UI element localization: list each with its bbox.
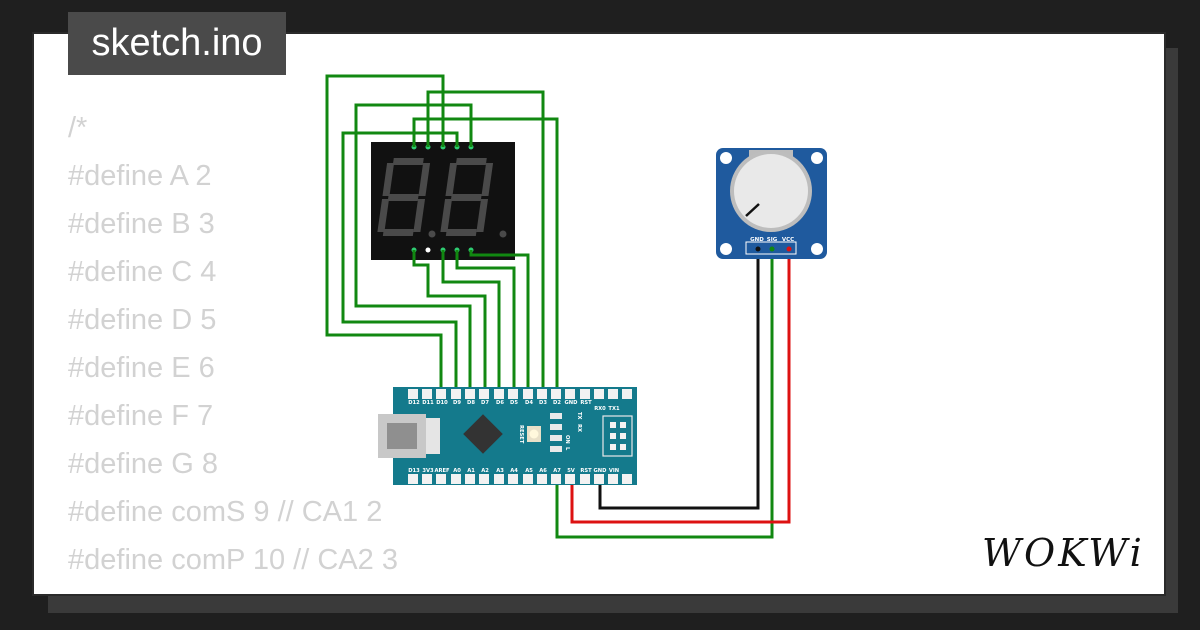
file-name-tab[interactable]: sketch.ino [68, 12, 286, 75]
led-label: ON [564, 435, 570, 444]
preview-card: /* #define A 2 #define B 3 #define C 4 #… [34, 34, 1164, 594]
code-line: #define C 4 [68, 256, 217, 288]
pin-label: D5 [510, 400, 518, 406]
digit-left [377, 158, 436, 238]
power-wires [570, 250, 791, 524]
reset-button[interactable] [527, 426, 541, 442]
potentiometer-module[interactable]: GND SIG VCC [716, 148, 827, 259]
microcontroller-chip [463, 414, 503, 454]
arduino-nano[interactable]: D12 D11 D10 D9 D8 D7 D6 D5 D4 D3 D2 GND … [378, 387, 637, 485]
pin-label: 5V [567, 468, 575, 474]
pin-label: A5 [525, 468, 533, 474]
seven-segment-display[interactable] [371, 142, 515, 260]
pin-label: A2 [481, 468, 489, 474]
pot-pin-label: GND [750, 237, 764, 243]
code-line: #define comP 10 // CA2 3 [68, 544, 398, 576]
code-preview: /* #define A 2 #define B 3 #define C 4 #… [68, 104, 398, 594]
wokwi-logo: WOKWi [982, 531, 1145, 575]
code-line: #define B 3 [68, 208, 215, 240]
code-line: #define A 2 [68, 160, 212, 192]
pin-label: RST [580, 468, 592, 474]
usb-connector [378, 414, 440, 458]
pin-label: D8 [467, 400, 475, 406]
pin-label: D7 [481, 400, 489, 406]
pin-label: D10 [436, 400, 448, 406]
reset-label: RESET [518, 425, 524, 444]
code-line: #define F 7 [68, 400, 214, 432]
pin-label: A6 [539, 468, 547, 474]
pin-label: AREF [434, 468, 450, 474]
status-leds [550, 413, 562, 452]
pin-label: A1 [467, 468, 475, 474]
pin-label: GND [565, 400, 579, 406]
pin-label: RST [580, 400, 592, 406]
code-line: #define dA 1 [68, 584, 398, 594]
pin-label: A3 [496, 468, 504, 474]
code-line: /* [68, 112, 88, 144]
pin-label: A0 [453, 468, 461, 474]
pin-label: A7 [553, 468, 561, 474]
pin-label: D11 [422, 400, 434, 406]
led-label: TX [576, 412, 582, 420]
icsp-header [602, 415, 633, 457]
pot-pin-label: VCC [782, 237, 794, 243]
code-line: #define G 8 [68, 448, 218, 480]
code-line: #define D 5 [68, 304, 217, 336]
digit-right [440, 158, 507, 238]
pin-label: 3V3 [422, 468, 434, 474]
wokwi-logo-text: WOKWi [982, 531, 1145, 575]
pot-pin-label: SIG [767, 237, 778, 243]
bottom-pin-header [408, 474, 632, 484]
pin-label: D3 [539, 400, 547, 406]
display-wires [325, 74, 774, 539]
pot-knob[interactable] [734, 154, 808, 228]
pin-label: D13 [408, 468, 420, 474]
pin-label: TX1 [608, 406, 620, 412]
pin-label: RX0 [594, 406, 606, 412]
code-line: #define E 6 [68, 352, 215, 384]
pin-label: D12 [408, 400, 420, 406]
knob-pointer [745, 203, 760, 217]
led-label: RX [576, 424, 582, 432]
pin-label: A4 [510, 468, 518, 474]
pin-label: D6 [496, 400, 504, 406]
pin-label: VIN [609, 468, 619, 474]
pin-label: D4 [525, 400, 533, 406]
led-label: L [564, 447, 570, 451]
pin-label: D2 [553, 400, 561, 406]
code-line: #define comS 9 // CA1 2 [68, 496, 383, 528]
pin-label: GND [594, 468, 608, 474]
top-pin-header [408, 389, 632, 399]
pin-label: D9 [453, 400, 461, 406]
